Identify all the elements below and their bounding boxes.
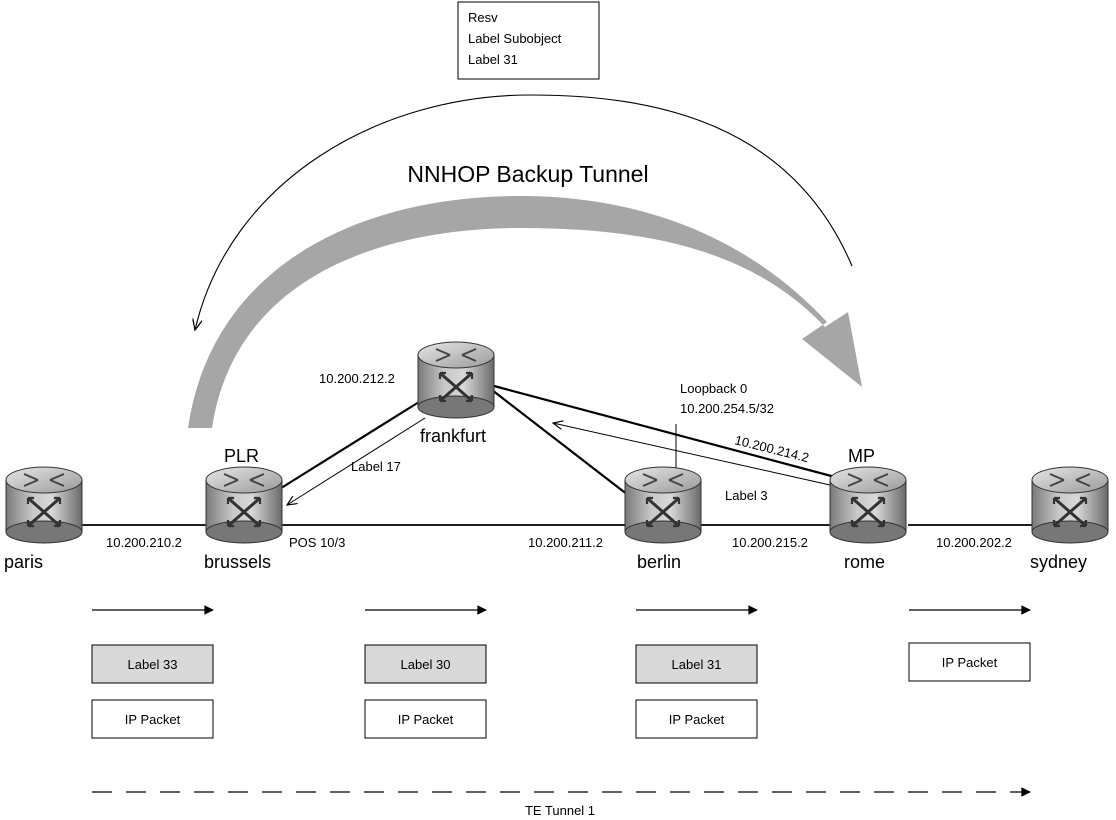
packet3-payload: IP Packet [669,712,725,727]
router-name-paris: paris [4,552,43,572]
te-tunnel-label: TE Tunnel 1 [525,803,595,818]
router-name-frankfurt: frankfurt [420,426,486,446]
router-icon [4,465,84,545]
router-icon [204,465,284,545]
packet1-payload: IP Packet [125,712,181,727]
router-sydney [1030,465,1110,545]
packet1-label: Label 33 [128,657,178,672]
packet-stack-4: IP Packet [908,642,1031,682]
router-icon [828,465,908,545]
signal-label-3: Label 3 [725,488,768,503]
addr-brussels-berlin: 10.200.211.2 [528,535,603,550]
router-icon [416,340,496,420]
packet-stack-2: Label 30 IP Packet [364,644,487,739]
backup-tunnel-title: NNHOP Backup Tunnel [407,161,648,187]
router-frankfurt [416,340,496,420]
packet3-label: Label 31 [672,657,722,672]
link-frankfurt-berlin [491,389,629,496]
loopback-label: Loopback 0 [680,381,747,396]
signal-label-17: Label 17 [351,459,401,474]
addr-rome-sydney: 10.200.202.2 [936,535,1012,550]
packet2-label: Label 30 [401,657,451,672]
backup-tunnel-arrow [188,196,862,428]
router-berlin [623,465,703,545]
router-brussels [204,465,284,545]
link-frankfurt-rome [493,384,836,479]
resv-return-arrow [195,94,853,330]
router-name-sydney: sydney [1030,552,1087,572]
router-name-berlin: berlin [637,552,681,572]
loopback-address: 10.200.254.5/32 [680,401,774,416]
router-icon [623,465,703,545]
router-role-mp: MP [848,446,875,466]
packet-stack-3: Label 31 IP Packet [635,644,758,739]
label3-signal-arrow [553,423,831,486]
router-paris [4,465,84,545]
links [82,384,1032,526]
router-icon [1030,465,1110,545]
resv-line-1: Resv [468,10,498,25]
router-name-brussels: brussels [204,552,271,572]
packet2-payload: IP Packet [398,712,454,727]
addr-berlin-rome: 10.200.215.2 [732,535,808,550]
packet-stack-1: Label 33 IP Packet [91,644,214,739]
addr-frankfurt-brussels: 10.200.212.2 [319,371,395,386]
packet4-payload: IP Packet [942,655,998,670]
label17-signal-arrow [287,417,426,505]
addr-paris-brussels: 10.200.210.2 [106,535,182,550]
resv-message-box: Resv Label Subobject Label 31 [457,1,600,80]
router-rome [828,465,908,545]
resv-line-2: Label Subobject [468,31,562,46]
router-name-rome: rome [844,552,885,572]
iface-brussels-pos: POS 10/3 [289,535,345,550]
router-role-plr: PLR [224,446,259,466]
resv-line-3: Label 31 [468,52,518,67]
link-frankfurt-brussels [269,401,420,496]
